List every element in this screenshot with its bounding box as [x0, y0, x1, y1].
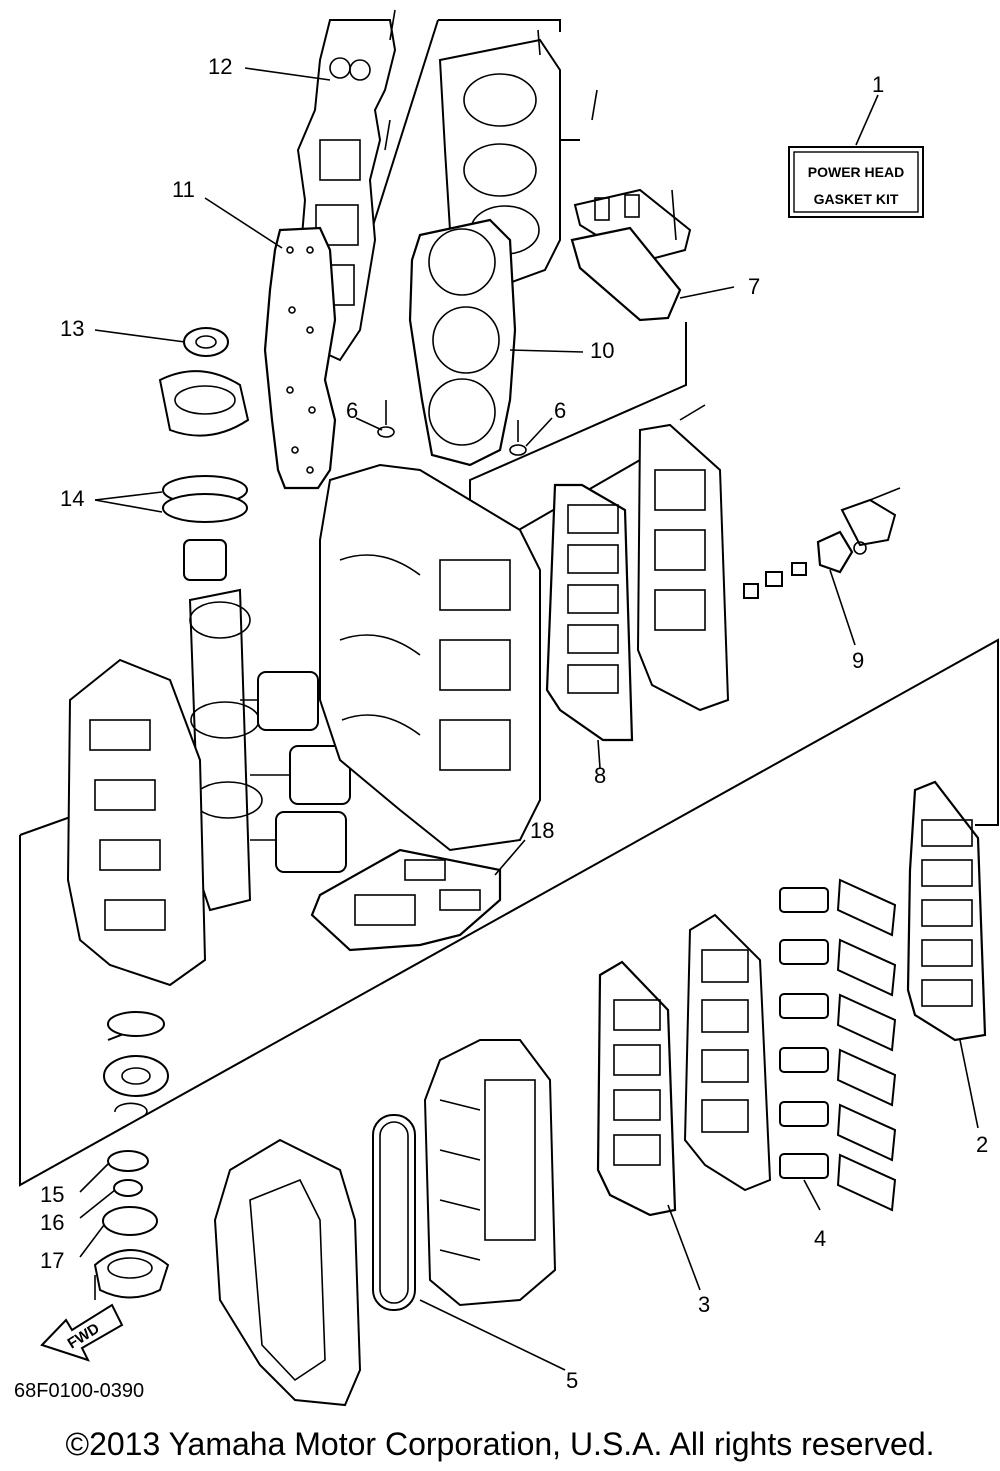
callout-16: 16: [40, 1210, 64, 1235]
reed-plate-body: [683, 913, 772, 1192]
callout-18: 18: [530, 818, 554, 843]
washer-bolts: [377, 400, 527, 456]
callout-15: 15: [40, 1182, 64, 1207]
left-crankcase: [66, 658, 207, 987]
intake-manifold-lower: [423, 1039, 557, 1307]
fwd-arrow-icon: [40, 1303, 124, 1362]
callout-9: 9: [852, 648, 864, 673]
callout-7: 7: [748, 274, 760, 299]
callout-13: 13: [60, 316, 84, 341]
callout-8: 8: [594, 763, 606, 788]
callout-5: 5: [566, 1368, 578, 1393]
reed-gasket-part: [545, 483, 634, 742]
callout-6a: 6: [346, 398, 358, 423]
copyright-notice: ©2013 Yamaha Motor Corporation, U.S.A. A…: [65, 1426, 935, 1462]
callout-2: 2: [976, 1132, 988, 1157]
callout-11: 11: [172, 177, 195, 202]
head-gasket-part: [408, 218, 517, 467]
silencer-cover-and-seal: [213, 1114, 416, 1407]
lower-bearing-stack: [103, 1011, 169, 1119]
kit-label-line2: GASKET KIT: [814, 191, 899, 207]
callout-10: 10: [590, 338, 614, 363]
upper-bearing-assembly: [158, 327, 250, 581]
base-gasket-part: [310, 848, 502, 952]
cover-and-gasket-part: [570, 188, 692, 322]
callout-1: 1: [872, 72, 884, 97]
exhaust-gasket-part: [263, 226, 337, 490]
drawing-code: 68F0100-0390: [14, 1380, 145, 1402]
kit-label-line1: POWER HEAD: [808, 164, 904, 180]
forward-direction-arrow: FWD: [40, 1303, 124, 1362]
crankshaft-pistons: [188, 588, 351, 912]
reed-valves-part: [779, 878, 897, 1212]
callout-17: 17: [40, 1248, 64, 1273]
callout-3: 3: [698, 1292, 710, 1317]
reed-plate-gasket-part: [906, 780, 987, 1042]
kit-label-box: POWER HEAD GASKET KIT: [788, 146, 924, 218]
callout-14: 14: [60, 486, 84, 511]
main-cylinder-block: [319, 463, 541, 852]
lower-seal-housing-parts: [93, 1150, 170, 1300]
callout-4: 4: [814, 1226, 826, 1251]
callout-numbers: 1 12 11 13 14 7 10 6 6 9 8 18 2 4 3 5 15…: [40, 54, 988, 1393]
callout-6b: 6: [554, 398, 566, 423]
callout-12: 12: [208, 54, 232, 79]
leader-lines: [79, 67, 979, 1371]
intake-gasket-part: [596, 960, 677, 1217]
intake-manifold-upper: [636, 404, 730, 712]
thermostat-parts: [743, 487, 901, 599]
